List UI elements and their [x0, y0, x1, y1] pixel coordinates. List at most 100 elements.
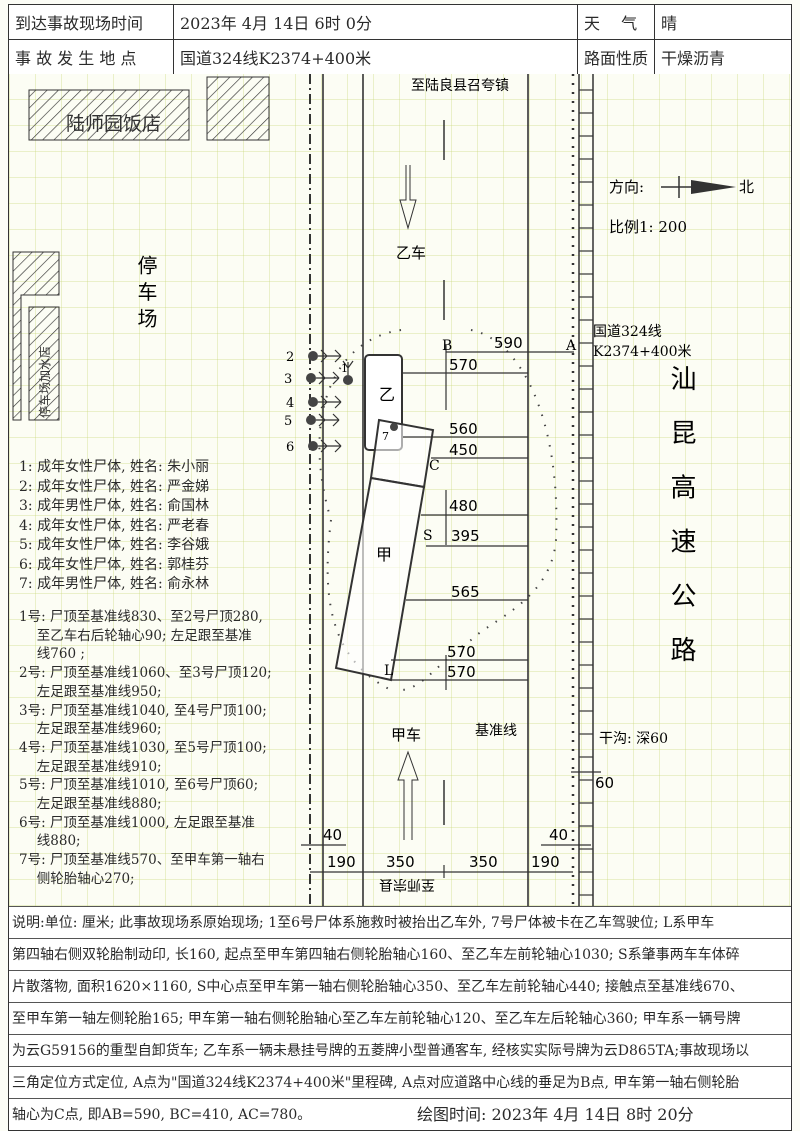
- legend-item: 7: 成年男性尸体, 姓名: 俞永林: [19, 576, 210, 592]
- measurement-line: 2号: 尸顶至基准线1060、至3号尸顶120;: [19, 665, 272, 682]
- dim-shoulder-left: 40: [323, 826, 342, 844]
- note-line: 轴心为C点, 即AB=590, BC=410, AC=780。绘图时间: 202…: [9, 1098, 791, 1130]
- measurement-line: 4号: 尸顶至基准线1030, 至5号尸顶100;: [19, 739, 267, 756]
- vehicle-b-short: 乙: [379, 385, 395, 404]
- measurement-line: 左足跟至基准线960;: [19, 721, 162, 738]
- surface-label: 路面性质: [576, 39, 656, 75]
- restaurant-label: 陆师园饭店: [66, 113, 161, 135]
- measurement-line: 左足跟至基准线880;: [19, 796, 162, 813]
- legend-item: 3: 成年男性尸体, 姓名: 俞国林: [19, 498, 210, 514]
- body-number: 4: [286, 396, 294, 411]
- baseline-label: 基准线: [475, 722, 517, 739]
- body-number: 1: [341, 362, 348, 375]
- victim-legend: 1: 成年女性尸体, 姓名: 朱小丽 2: 成年女性尸体, 姓名: 严金娣 3: 成…: [19, 458, 209, 595]
- dimension-lines: [301, 345, 601, 878]
- body-marker: [390, 423, 398, 431]
- north-arrow-icon: [691, 180, 736, 194]
- body-number: 6: [286, 440, 294, 455]
- point-c: C: [429, 458, 440, 474]
- legend-item: 5: 成年女性尸体, 姓名: 李谷娥: [19, 537, 210, 553]
- milestone-label-2: K2374+400米: [593, 344, 692, 360]
- draw-time: 绘图时间: 2023年 4月 14日 8时 20分: [417, 1105, 694, 1124]
- point-b: B: [442, 338, 452, 354]
- body-limbs: [318, 395, 342, 409]
- measurement-line: 5号: 尸顶至基准线1010, 至6号尸顶60;: [19, 777, 259, 794]
- vehicle-a-body: [334, 476, 426, 682]
- body-marker: [308, 441, 318, 451]
- wall: [12, 251, 60, 421]
- legend-item: 2: 成年女性尸体, 姓名: 严金娣: [19, 478, 210, 495]
- to-north-label: 至陆良县召夸镇: [411, 78, 509, 94]
- body-limbs: [318, 349, 342, 363]
- body-number: 2: [286, 350, 294, 365]
- weather-value: 晴: [654, 4, 792, 40]
- note-line: 说明:单位: 厘米; 此事故现场系原始现场; 1至6号尸体系施救时被抬出乙车外,…: [9, 906, 791, 938]
- point-s: S: [423, 528, 433, 544]
- measurement-line: 线880;: [19, 833, 81, 850]
- note-line: 三角定位方式定位, A点为"国道324线K2374+400米"里程碑, A点对应…: [9, 1066, 791, 1098]
- body-measurements: 1号: 尸顶至基准线830、至2号尸顶280, 至乙车右后轮轴心90; 左足跟至…: [19, 608, 272, 889]
- vehicle-a-short: 甲: [376, 545, 392, 564]
- dim-width-4: 190: [531, 853, 560, 871]
- location-value: 国道324线K2374+400米: [173, 39, 578, 75]
- to-south-label: 至师宗县: [379, 876, 435, 892]
- measurement-line: 左足跟至基准线950;: [19, 683, 162, 700]
- measurement-line: 线760 ;: [19, 646, 85, 663]
- body-limbs: [342, 360, 354, 375]
- body-marker: [306, 415, 316, 425]
- dim-ab: 590: [494, 334, 523, 352]
- location-label: 事 故 发 生 地 点: [8, 39, 174, 75]
- measurement-line: 3号: 尸顶至基准线1040, 至4号尸顶100;: [19, 702, 267, 719]
- vehicle-b-label: 乙车: [396, 244, 426, 262]
- body-marker: [308, 351, 318, 361]
- ditch-label: 干沟: 深60: [599, 731, 668, 747]
- dim-shoulder-right: 40: [549, 826, 568, 844]
- building: [206, 76, 270, 141]
- arrival-label: 到达事故现场时间: [8, 4, 174, 40]
- note-line: 为云G59156的重型自卸货车; 乙车系一辆未悬挂号牌的五菱牌小型普通客车, 经…: [9, 1034, 791, 1066]
- notes-section: 说明:单位: 厘米; 此事故现场系原始现场; 1至6号尸体系施救时被抬出乙车外,…: [8, 906, 792, 1131]
- vehicle-a-cab: [369, 418, 435, 489]
- measurement-line: 7号: 尸顶至基准线570、至甲车第一轴右: [19, 852, 265, 869]
- body-number: 7: [382, 430, 389, 443]
- direction-label: 方向:: [609, 178, 644, 196]
- note-line: 第四轴右侧双轮胎制动印, 长160, 起点至甲车第四轴右侧轮胎轴心160、至乙车…: [9, 938, 791, 970]
- ditch-rungs: [579, 89, 593, 896]
- body-marker: [308, 397, 318, 407]
- dim-3: 450: [449, 441, 478, 459]
- dim-7: 570: [447, 643, 476, 661]
- legend-item: 1: 成年女性尸体, 姓名: 朱小丽: [19, 459, 210, 475]
- measurement-line: 侧轮胎轴心270;: [19, 870, 135, 887]
- parking-shop-building: [28, 306, 60, 421]
- dim-ditch: 60: [595, 774, 614, 792]
- dim-5: 395: [451, 527, 480, 545]
- dim-width-3: 350: [469, 853, 498, 871]
- vehicle-b-direction-arrow: [399, 165, 417, 230]
- body-marker: [306, 373, 316, 383]
- measurement-line: 6号: 尸顶至基准线1000, 左足跟至基准: [19, 814, 255, 831]
- vehicle-a-label: 甲车: [391, 726, 421, 744]
- scale-label: 比例1: 200: [609, 218, 687, 236]
- dim-width-2: 350: [386, 853, 415, 871]
- dim-width-1: 190: [327, 853, 356, 871]
- milestone-label-1: 国道324线: [593, 324, 662, 340]
- surface-value: 干燥沥青: [654, 39, 792, 75]
- restaurant-building: [28, 89, 190, 141]
- parking-shop-label: 停车场加水店: [37, 346, 52, 418]
- note-line: 至甲车第一轴左侧轮胎165; 甲车第一轴右侧轮胎轴心至乙车左前轮轴心120、至乙…: [9, 1002, 791, 1034]
- body-limbs: [316, 371, 340, 385]
- weather-label: 天 气: [576, 4, 656, 40]
- scene-diagram: 陆师园饭店 停车场加水店 停 车 场 至陆良县召夸镇 至师宗县 乙车 甲车 方向…: [8, 74, 792, 906]
- body-marker: [343, 375, 353, 385]
- point-l: L: [384, 663, 393, 679]
- highway-label: 汕 昆 高 速 公 路: [666, 365, 696, 672]
- body-limbs: [318, 439, 342, 453]
- road: [309, 74, 594, 906]
- legend-item: 4: 成年女性尸体, 姓名: 严老春: [19, 517, 210, 534]
- body-limbs: [316, 413, 340, 427]
- scene-drawing: 陆师园饭店 停车场加水店 停 车 场 至陆良县召夸镇 至师宗县 乙车 甲车 方向…: [12, 74, 754, 906]
- vehicle-a-direction-arrow: [397, 750, 419, 840]
- arrival-value: 2023年 4月 14日 6时 0分: [173, 4, 578, 40]
